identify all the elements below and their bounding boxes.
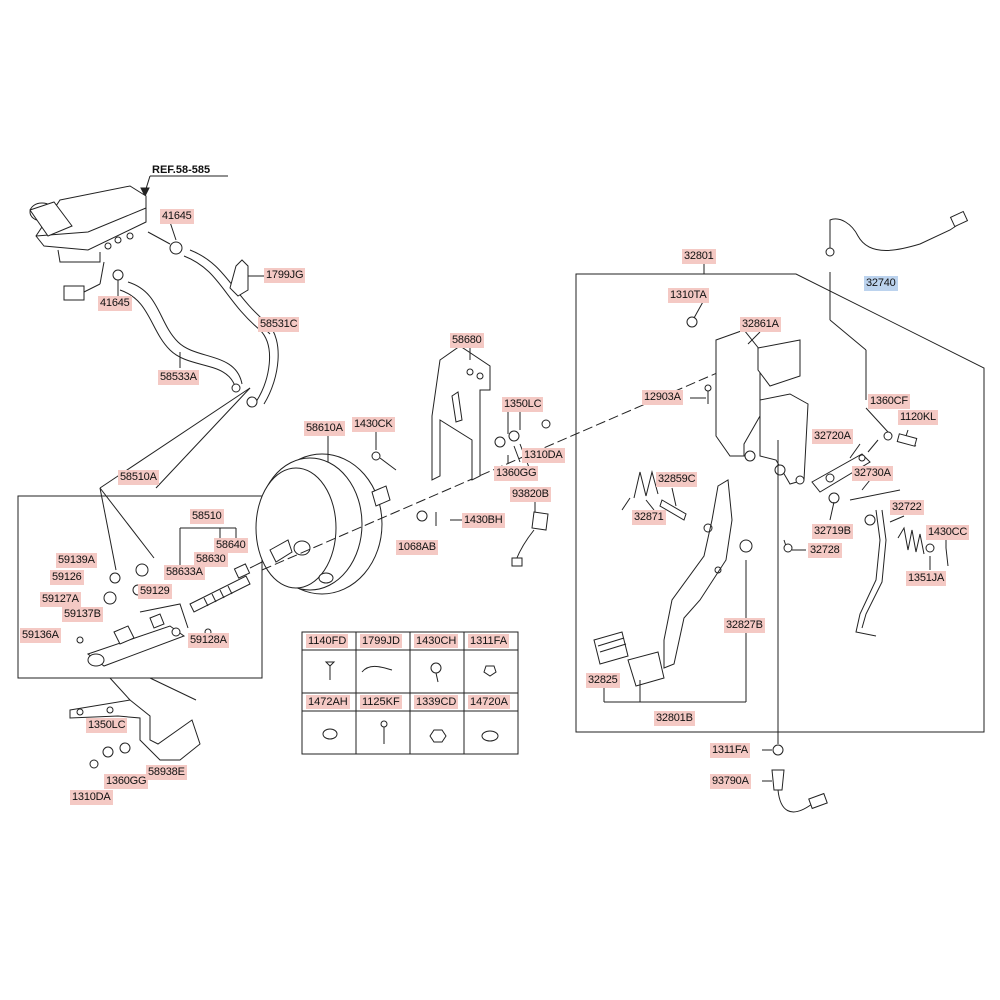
- part-label-58533A[interactable]: 58533A: [158, 370, 199, 385]
- table-cell-r1c3[interactable]: 1430CH: [414, 634, 459, 648]
- part-label-58938E[interactable]: 58938E: [146, 765, 187, 780]
- part-label-58510A[interactable]: 58510A: [118, 470, 159, 485]
- part-label-93820B[interactable]: 93820B: [510, 487, 551, 502]
- part-label-32827B[interactable]: 32827B: [724, 618, 765, 633]
- part-label-1360CF[interactable]: 1360CF: [868, 394, 910, 409]
- pedal-mounting-bracket-drawing: [686, 316, 809, 485]
- part-label-32728[interactable]: 32728: [808, 543, 842, 558]
- part-label-1350LC[interactable]: 1350LC: [502, 397, 544, 412]
- hose-drawing: [119, 249, 279, 408]
- reservoir-drawing: [29, 185, 183, 301]
- part-label-32722[interactable]: 32722: [890, 500, 924, 515]
- part-label-58633A[interactable]: 58633A: [164, 565, 205, 580]
- part-label-32801[interactable]: 32801: [682, 249, 716, 264]
- part-label-1799JG[interactable]: 1799JG: [264, 268, 306, 283]
- part-label-1430BH[interactable]: 1430BH: [462, 513, 505, 528]
- spring-drawing: [897, 526, 925, 555]
- part-label-32859C[interactable]: 32859C: [656, 472, 698, 487]
- part-label-1350LC-lower[interactable]: 1350LC: [86, 718, 128, 733]
- part-label-1068AB[interactable]: 1068AB: [396, 540, 438, 555]
- master-cylinder-drawing: [76, 561, 263, 667]
- pedal-assembly-box: [575, 273, 985, 733]
- part-label-32825[interactable]: 32825: [586, 673, 620, 688]
- part-label-32730A[interactable]: 32730A: [852, 466, 893, 481]
- part-label-58610A[interactable]: 58610A: [304, 421, 345, 436]
- part-label-1360GG-lower[interactable]: 1360GG: [104, 774, 149, 789]
- part-label-58510[interactable]: 58510: [190, 509, 224, 524]
- part-label-32871[interactable]: 32871: [632, 510, 666, 525]
- lever-drawing: [811, 431, 918, 493]
- part-label-1430CC[interactable]: 1430CC: [926, 525, 970, 540]
- part-label-58680[interactable]: 58680: [450, 333, 484, 348]
- part-label-59126[interactable]: 59126: [50, 570, 84, 585]
- brake-booster-drawing: [255, 451, 397, 595]
- part-label-1430CK[interactable]: 1430CK: [352, 417, 395, 432]
- part-label-1310DA[interactable]: 1310DA: [522, 448, 565, 463]
- table-cell-r2c1[interactable]: 1472AH: [306, 695, 350, 709]
- part-label-58531C[interactable]: 58531C: [258, 317, 300, 332]
- table-cell-r2c2[interactable]: 1125KF: [360, 695, 402, 709]
- part-label-1311FA[interactable]: 1311FA: [710, 743, 750, 758]
- cable-drawing: [825, 210, 969, 400]
- return-spring-drawing: [633, 470, 659, 499]
- part-label-58640[interactable]: 58640: [214, 538, 248, 553]
- part-label-1310TA[interactable]: 1310TA: [668, 288, 709, 303]
- table-cell-r2c4[interactable]: 14720A: [468, 695, 510, 709]
- part-label-32861A[interactable]: 32861A: [740, 317, 781, 332]
- part-label-59139A[interactable]: 59139A: [56, 553, 97, 568]
- table-cell-r1c1[interactable]: 1140FD: [306, 634, 349, 648]
- part-label-41645-bottom[interactable]: 41645: [98, 296, 132, 311]
- part-label-59127A[interactable]: 59127A: [40, 592, 81, 607]
- part-label-1351JA[interactable]: 1351JA: [906, 571, 947, 586]
- master-cylinder-box: [17, 495, 263, 679]
- table-cell-r2c3[interactable]: 1339CD: [414, 695, 459, 709]
- table-cell-r1c4[interactable]: 1311FA: [468, 634, 510, 648]
- part-label-1120KL[interactable]: 1120KL: [898, 410, 938, 425]
- lower-bracket-drawing: [69, 699, 201, 769]
- pedal-arm-drawing: [593, 479, 753, 687]
- part-label-59137B[interactable]: 59137B: [62, 607, 103, 622]
- rod-drawing: [828, 489, 901, 637]
- part-label-32720A[interactable]: 32720A: [812, 429, 853, 444]
- part-label-12903A[interactable]: 12903A: [642, 390, 683, 405]
- fastener-table: [301, 631, 519, 755]
- part-label-1310DA-lower[interactable]: 1310DA: [70, 790, 113, 805]
- part-label-32740[interactable]: 32740: [864, 276, 898, 291]
- part-label-59129[interactable]: 59129: [138, 584, 172, 599]
- part-label-41645-top[interactable]: 41645: [160, 209, 194, 224]
- part-label-32801B[interactable]: 32801B: [654, 711, 695, 726]
- pedal-support-bracket-drawing: [431, 345, 491, 481]
- part-label-59128A[interactable]: 59128A: [188, 633, 229, 648]
- table-cell-r1c2[interactable]: 1799JD: [360, 634, 402, 648]
- part-label-59136A[interactable]: 59136A: [20, 628, 61, 643]
- part-label-93790A[interactable]: 93790A: [710, 774, 751, 789]
- part-label-32719B[interactable]: 32719B: [812, 524, 853, 539]
- reference-label: REF.58-585: [152, 164, 211, 176]
- part-label-58630[interactable]: 58630: [194, 552, 228, 567]
- part-label-1360GG[interactable]: 1360GG: [494, 466, 539, 481]
